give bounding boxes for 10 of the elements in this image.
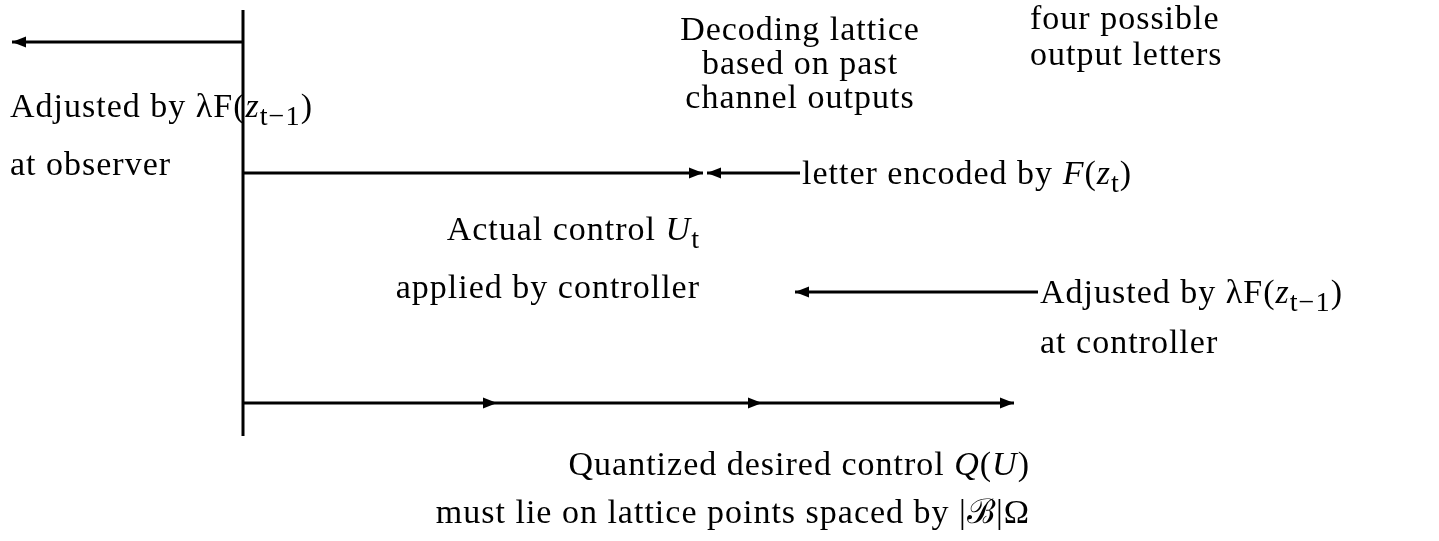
annotation-text: four possible output letters bbox=[1030, 0, 1224, 72]
leader-text: letter encoded by F(z$_{t}$) bbox=[802, 149, 1222, 207]
leader-arrow bbox=[795, 286, 1038, 298]
annotation-text: Adjusted by λF(z$_{t−1}$) at observer bbox=[10, 86, 315, 184]
annotation-text: Actual control U$_{t}$ applied by controller bbox=[394, 209, 700, 307]
annotation-text: must lie on lattice points spaced by |ℬ|Ω bbox=[434, 492, 1030, 532]
leader-text: Adjusted by λF(z$_{t−1}$) at controller bbox=[1040, 272, 1370, 362]
annotation-text: Quantized desired control Q(U) bbox=[567, 444, 1030, 484]
leader-arrow bbox=[707, 167, 800, 179]
annotation-text: Decoding lattice based on past channel outputs bbox=[679, 12, 921, 114]
